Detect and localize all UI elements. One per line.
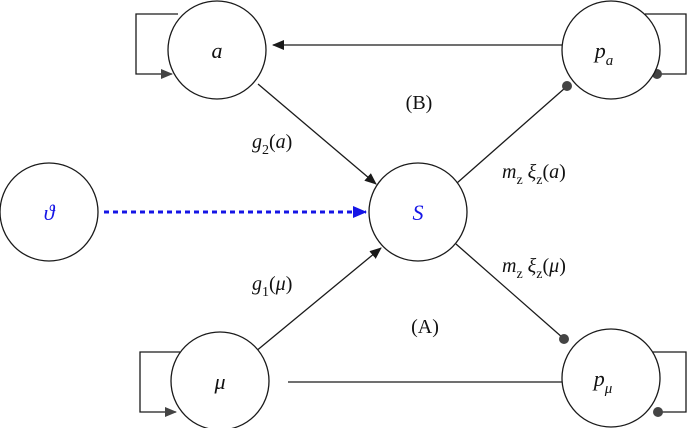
edge-S-to-pa-inhibitor-dot (562, 81, 572, 91)
node-mu: μ (170, 331, 270, 428)
node-a: a (167, 0, 267, 100)
node-theta-circle (0, 162, 99, 262)
self-loop-pmu (646, 351, 687, 413)
node-pmu-label-sub: μ (604, 381, 613, 397)
region-label-B: (B) (406, 92, 433, 114)
edge-mu-to-S (254, 247, 382, 353)
node-pa-circle (561, 0, 661, 100)
edge-S-to-pmu (455, 243, 564, 339)
node-pa-label-sub: a (606, 53, 614, 69)
node-a-label: a (212, 38, 223, 63)
node-theta: ϑ (0, 162, 99, 262)
node-S-circle (368, 162, 468, 262)
node-pmu: pμ (561, 328, 661, 428)
self-loop-mu (139, 351, 180, 417)
node-pa-label: pa (593, 38, 614, 69)
node-pmu-label: pμ (592, 366, 613, 397)
self-loop-pmu-inhibitor-dot (653, 407, 663, 417)
node-pa-label-main: p (593, 38, 606, 63)
self-loop-pa (645, 13, 687, 75)
edge-a-to-S (257, 83, 377, 185)
node-pmu-circle (561, 328, 661, 428)
node-S-label: S (413, 200, 424, 225)
edge-S-to-pmu-inhibitor-dot (559, 334, 569, 344)
edge-S-to-pa (456, 87, 566, 184)
node-mu-circle (170, 331, 270, 428)
edge-label-g1-mu: g1(μ) (252, 273, 292, 300)
node-mu-label: μ (213, 369, 225, 394)
self-loop-a (135, 13, 178, 79)
region-label-A: (A) (411, 316, 439, 338)
node-pmu-label-main: p (592, 366, 605, 391)
edge-label-g2-a: g2(a) (252, 131, 292, 158)
node-pa: pa (561, 0, 661, 100)
node-theta-label: ϑ (44, 200, 56, 225)
node-S: S (368, 162, 468, 262)
node-a-circle (167, 0, 267, 100)
